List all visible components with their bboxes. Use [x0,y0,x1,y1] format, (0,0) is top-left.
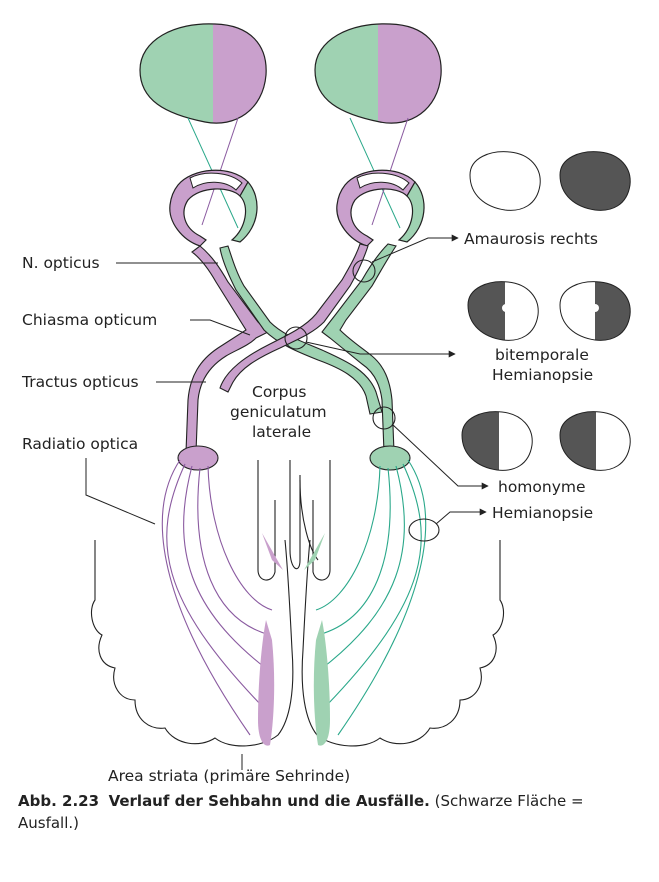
deficit-amaurosis [469,151,631,211]
visual-field-left [139,23,267,124]
deficit-bitemporal [467,281,631,341]
brain-outline [90,460,505,747]
label-tractus: Tractus opticus [21,373,139,391]
radiatio-right [315,459,427,736]
optic-pathway [185,243,397,453]
label-corpus-2: geniculatum [230,403,327,421]
label-leaders [85,262,251,770]
lesion-tract [372,406,396,430]
label-n-opticus: N. opticus [22,254,100,272]
area-striata-right [313,620,330,746]
label-amaurosis: Amaurosis rechts [464,230,598,248]
deficit-homonymous [461,411,631,471]
calcarine-left [262,533,283,570]
deficit-arrows [305,234,489,525]
label-radiatio: Radiatio optica [22,435,138,453]
eye-right [336,169,425,247]
label-homonyme-2: Hemianopsie [492,504,593,522]
lesion-optic-nerve [352,259,376,283]
caption-title: Verlauf der Sehbahn und die Ausfälle. [108,792,430,810]
eye-left [169,169,258,247]
label-bitemporale-2: Hemianopsie [492,366,593,384]
radiatio-left [161,459,273,736]
figure-caption: Abb. 2.23 Verlauf der Sehbahn und die Au… [18,790,628,834]
label-corpus-1: Corpus [252,383,306,401]
caption-note: (Schwarze Flä­che = Ausfall.) [18,792,584,832]
label-homonyme-1: homonyme [498,478,586,496]
lgn-left [177,445,219,471]
lgn-right [369,445,411,471]
field-right-temporal-half [378,23,442,124]
label-area-striata: Area striata (primäre Sehrinde) [108,767,350,785]
visual-field-right [314,23,442,124]
caption-number: Abb. 2.23 [18,792,100,810]
label-bitemporale-1: bitemporale [495,346,589,364]
label-chiasma: Chiasma opticum [22,311,157,329]
lesion-markers [284,259,440,542]
area-striata-left [258,620,275,746]
label-corpus-3: laterale [252,423,311,441]
lesion-chiasm [284,326,308,350]
field-left-nasal-half [213,23,267,124]
calcarine-right [304,533,325,570]
lesion-radiation [408,518,440,542]
field-left-temporal-half [140,23,213,124]
